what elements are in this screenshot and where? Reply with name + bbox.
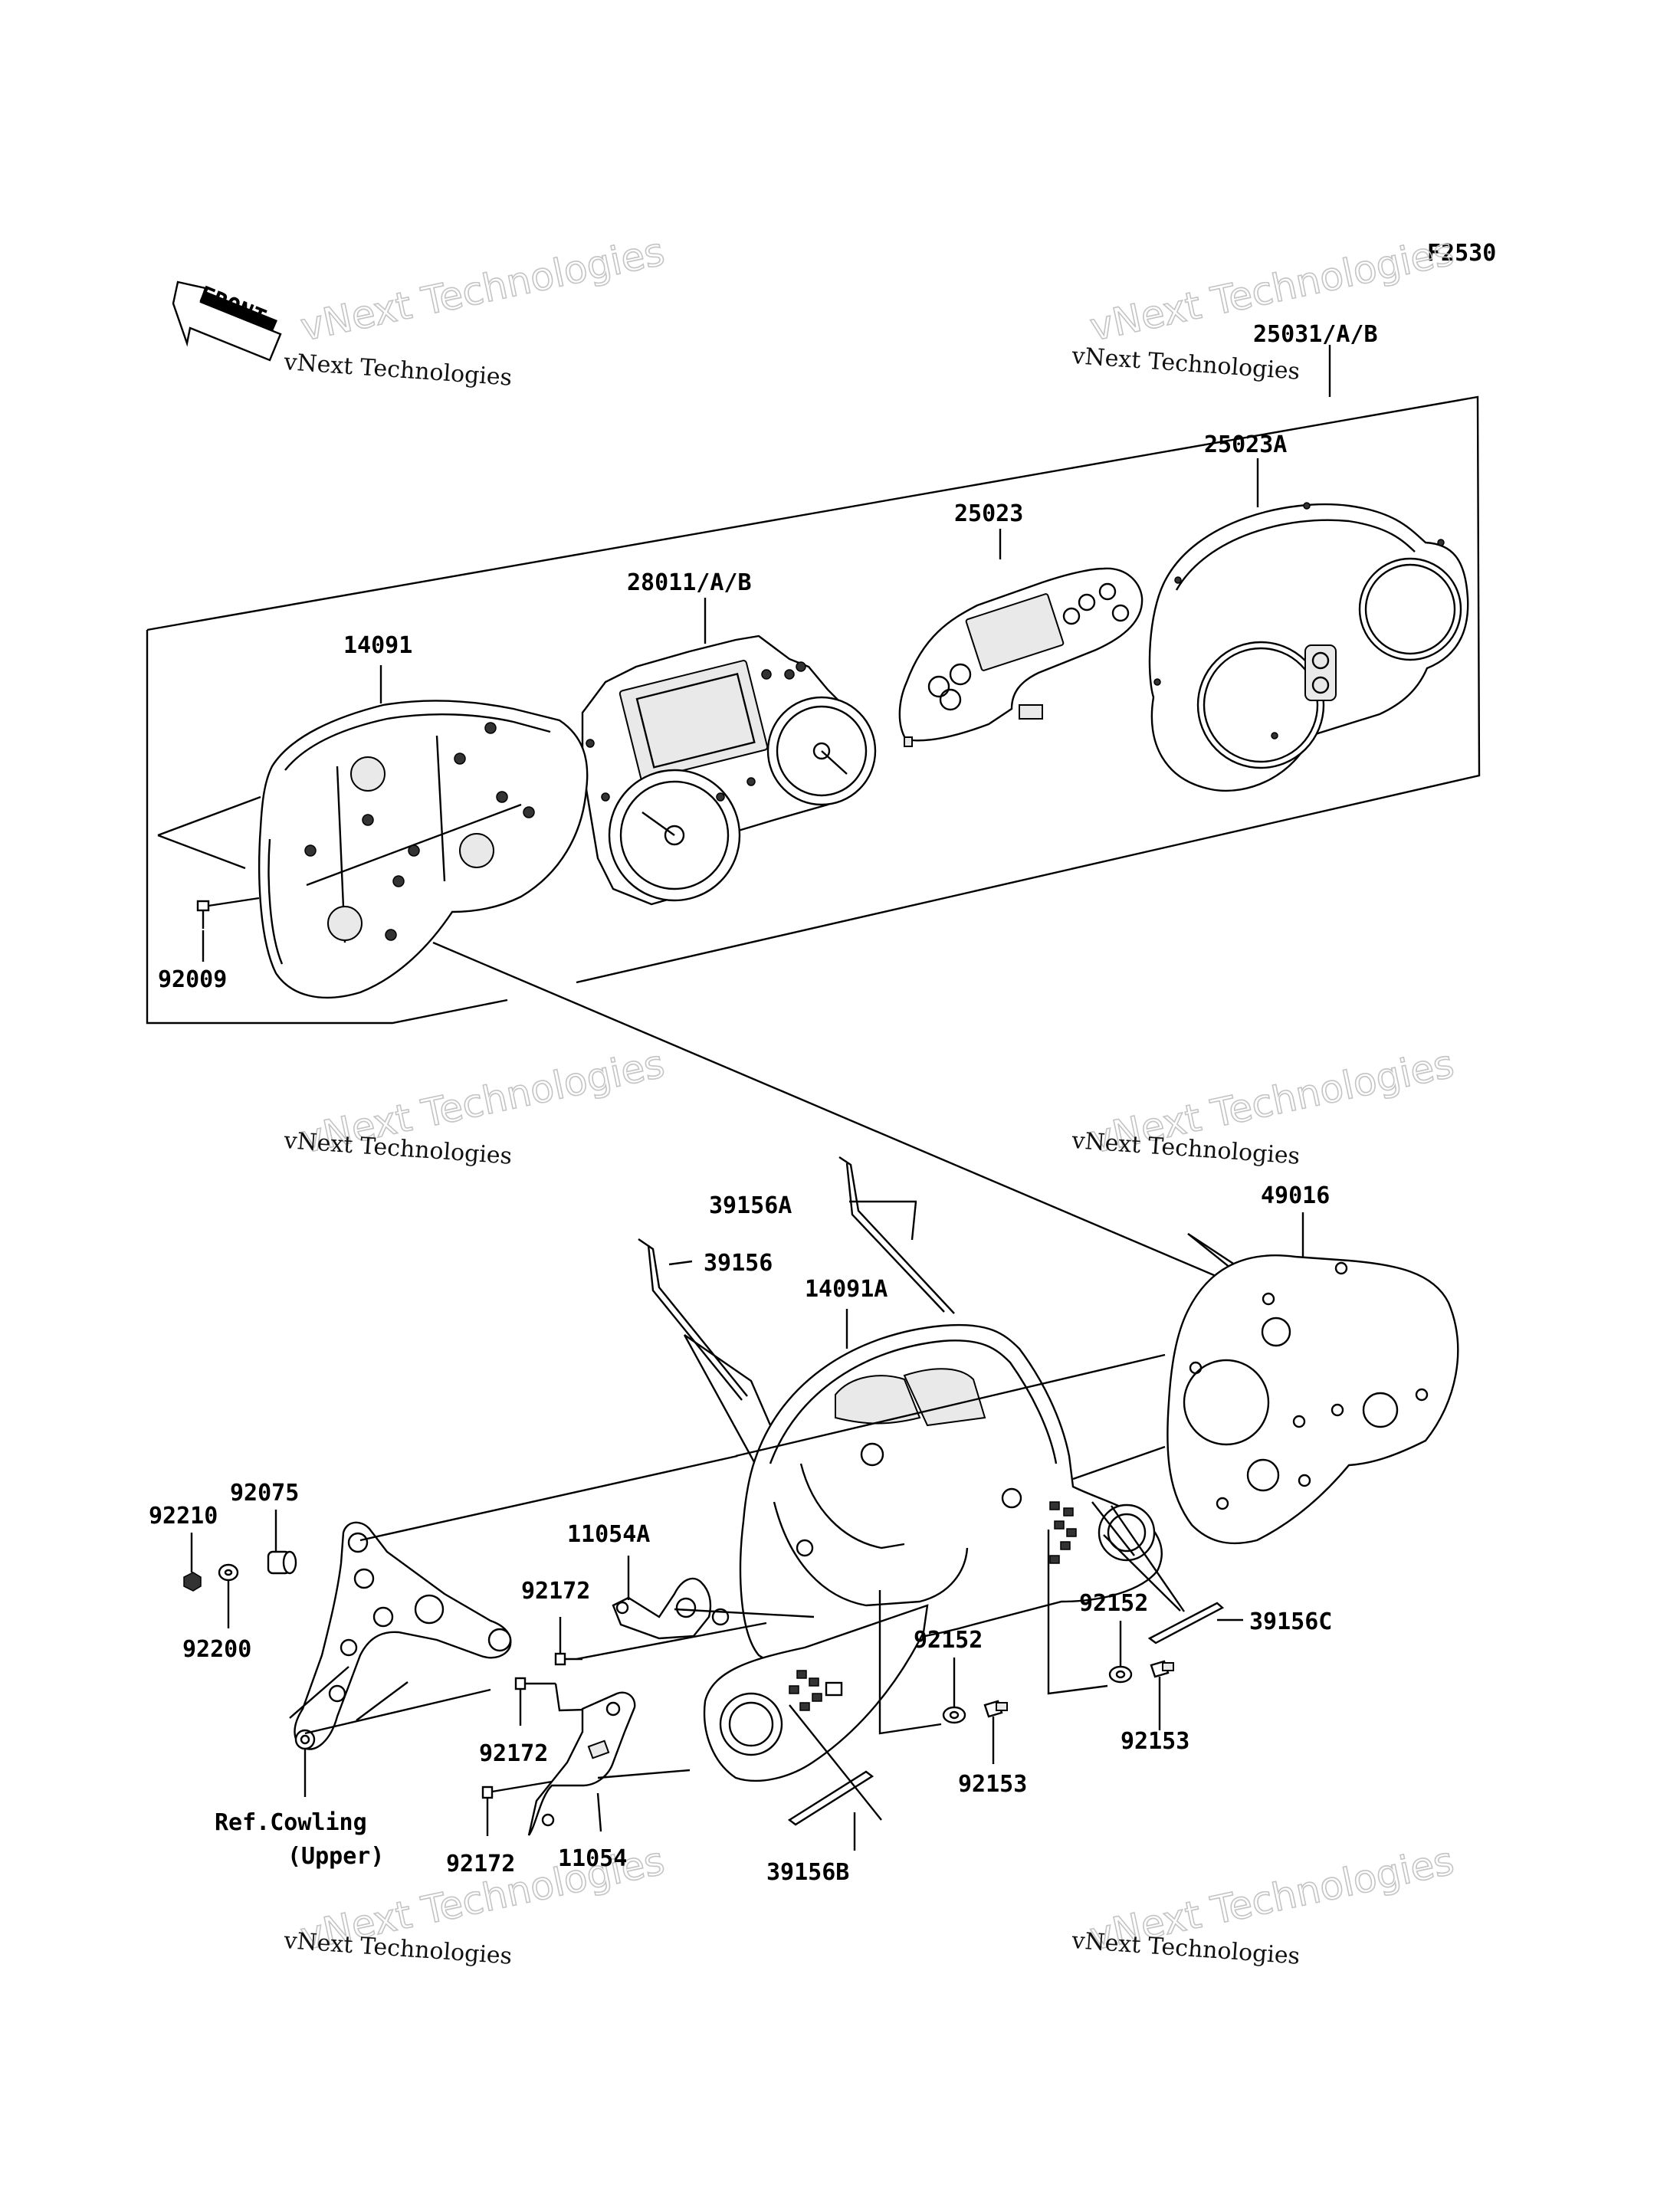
clamp-11054A (612, 1556, 730, 1640)
svg-text:vNext Technologies: vNext Technologies (1070, 343, 1301, 385)
gauge-cluster-28011 (581, 598, 877, 906)
label-92075: 92075 (230, 1480, 299, 1507)
label-92210: 92210 (149, 1503, 218, 1530)
label-39156C: 39156C (1249, 1608, 1332, 1635)
screw-92172a (554, 1617, 582, 1666)
label-28011: 28011/A/B (627, 569, 752, 596)
strip-39156B (787, 1704, 882, 1851)
label-49016: 49016 (1261, 1182, 1330, 1209)
label-92153a: 92153 (958, 1771, 1027, 1798)
ref-cowling-label: Ref.Cowling (215, 1809, 367, 1836)
label-14091: 14091 (343, 632, 412, 659)
grommet-92075 (267, 1510, 297, 1575)
label-39156A: 39156A (709, 1192, 792, 1219)
bolt-92153a (983, 1700, 1008, 1764)
ref-cowling-upper-label: (Upper) (287, 1843, 384, 1870)
nut-92210 (183, 1533, 202, 1592)
label-92152a: 92152 (914, 1627, 983, 1654)
svg-text:vNext Technologies: vNext Technologies (282, 349, 513, 392)
mounting-bracket (289, 1521, 512, 1797)
meter-case-14091 (258, 665, 589, 999)
label-11054A: 11054A (567, 1521, 650, 1548)
trim-panel-25023 (898, 529, 1144, 747)
screw-92172c (481, 1780, 553, 1836)
label-25023: 25023 (954, 500, 1023, 527)
label-14091A: 14091A (805, 1276, 888, 1303)
label-39156: 39156 (704, 1250, 773, 1277)
label-92172c: 92172 (446, 1851, 515, 1877)
label-25031: 25031/A/B (1253, 321, 1378, 348)
front-arrow-icon: FRONT (172, 280, 282, 362)
upper-cover-14091A (703, 1309, 1163, 1782)
svg-text:vNext Technologies: vNext Technologies (297, 229, 668, 349)
washer-92200 (218, 1563, 239, 1628)
label-92153b: 92153 (1121, 1728, 1189, 1755)
label-11054: 11054 (558, 1845, 627, 1872)
figure-code: F2530 (1427, 240, 1496, 267)
label-92152b: 92152 (1079, 1590, 1148, 1617)
screw-92009 (196, 897, 260, 962)
label-92172a: 92172 (521, 1578, 590, 1605)
gasket-49016 (1166, 1212, 1459, 1545)
bolt-92153b (1150, 1660, 1174, 1730)
washer-92152b (1108, 1621, 1133, 1684)
label-92009: 92009 (158, 966, 227, 993)
label-25023A: 25023A (1204, 431, 1287, 458)
label-92172b: 92172 (479, 1740, 548, 1767)
label-39156B: 39156B (766, 1859, 849, 1886)
clamp-11054 (527, 1691, 691, 1836)
label-92200: 92200 (182, 1636, 251, 1663)
meter-assembly-box (146, 345, 1481, 1025)
washer-92152a (942, 1658, 966, 1724)
meter-cover-25023A (1148, 458, 1469, 792)
strip-39156C (1147, 1602, 1243, 1644)
